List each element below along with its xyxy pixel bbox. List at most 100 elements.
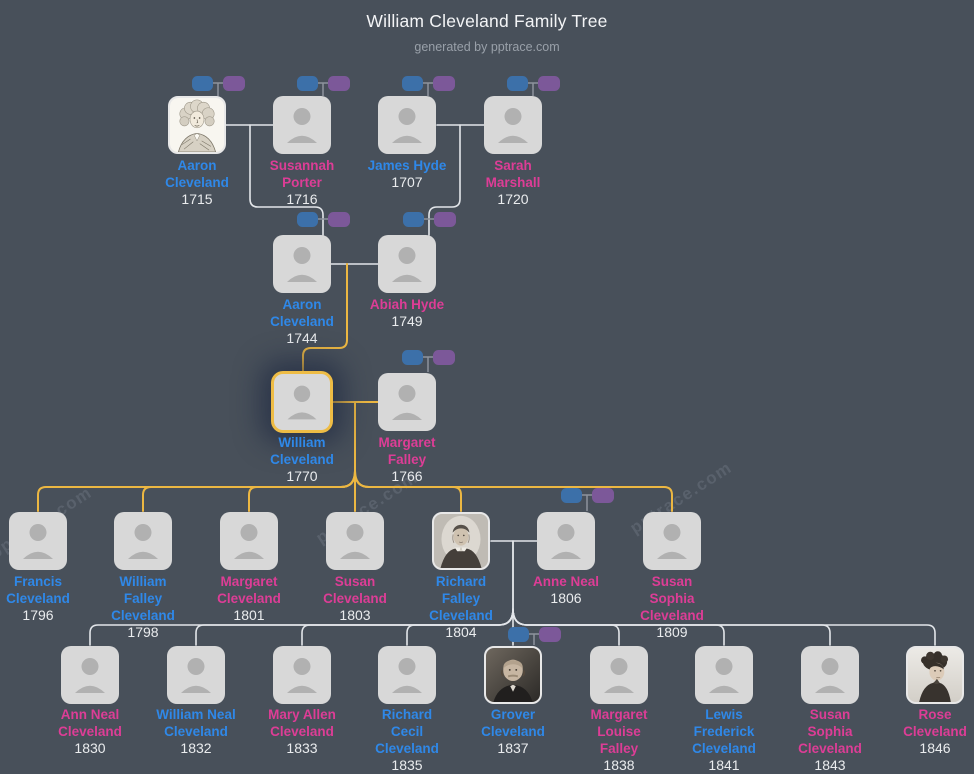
- person-card-james-hyde-1707[interactable]: [378, 96, 436, 154]
- person-year: 1770: [286, 468, 318, 484]
- person-silhouette-icon: [378, 235, 436, 293]
- person-card-margaret-falley-1766[interactable]: [378, 373, 436, 431]
- person-label: Richard Cecil Cleveland 1835: [367, 706, 447, 774]
- person-year: 1804: [445, 624, 477, 640]
- person-name: Aaron Cleveland: [270, 297, 334, 329]
- person-label: Aaron Cleveland 1715: [157, 157, 237, 208]
- person-year: 1837: [497, 740, 529, 756]
- person-card-william-cleveland-1770-selected[interactable]: [271, 371, 333, 433]
- father-link-button[interactable]: [403, 212, 424, 227]
- person-silhouette-icon: [643, 512, 701, 570]
- person-year: 1715: [181, 191, 213, 207]
- person-card-susannah-porter-1716[interactable]: [273, 96, 331, 154]
- person-name: William Cleveland: [270, 435, 334, 467]
- person-year: 1716: [286, 191, 318, 207]
- person-label: Sarah Marshall 1720: [473, 157, 553, 208]
- person-silhouette-icon: [220, 512, 278, 570]
- portrait-rose-cleveland: [908, 648, 962, 702]
- person-label: Francis Cleveland 1796: [0, 573, 78, 624]
- person-name: Abiah Hyde: [369, 297, 445, 312]
- person-year: 1801: [233, 607, 265, 623]
- person-card-margaret-louise-falley-1838[interactable]: [590, 646, 648, 704]
- person-card-william-falley-cleveland-1798[interactable]: [114, 512, 172, 570]
- person-card-susan-sophia-cleveland-1809[interactable]: [643, 512, 701, 570]
- add-father-button[interactable]: [192, 76, 213, 91]
- person-card-richard-cecil-cleveland-1835[interactable]: [378, 646, 436, 704]
- person-card-william-neal-cleveland-1832[interactable]: [167, 646, 225, 704]
- person-card-susan-sophia-cleveland-1843[interactable]: [801, 646, 859, 704]
- person-card-richard-falley-cleveland-1804[interactable]: [432, 512, 490, 570]
- person-card-lewis-frederick-cleveland-1841[interactable]: [695, 646, 753, 704]
- mother-link-button[interactable]: [434, 212, 456, 227]
- person-card-francis-cleveland-1796[interactable]: [9, 512, 67, 570]
- add-mother-button[interactable]: [328, 76, 350, 91]
- person-card-margaret-cleveland-1801[interactable]: [220, 512, 278, 570]
- person-name: Susan Sophia Cleveland: [798, 707, 862, 756]
- person-silhouette-icon: [537, 512, 595, 570]
- add-father-button[interactable]: [297, 76, 318, 91]
- person-name: Rose Cleveland: [903, 707, 967, 739]
- person-card-abiah-hyde-1749[interactable]: [378, 235, 436, 293]
- person-silhouette-icon: [9, 512, 67, 570]
- add-father-button[interactable]: [402, 76, 423, 91]
- person-name: Margaret Cleveland: [217, 574, 281, 606]
- person-name: Margaret Louise Falley: [590, 707, 648, 756]
- person-name: Aaron Cleveland: [165, 158, 229, 190]
- person-name: Susan Sophia Cleveland: [640, 574, 704, 623]
- person-silhouette-icon: [378, 646, 436, 704]
- person-card-mary-allen-cleveland-1833[interactable]: [273, 646, 331, 704]
- father-link-button[interactable]: [297, 212, 318, 227]
- person-label: Margaret Louise Falley 1838: [579, 706, 659, 774]
- add-mother-button[interactable]: [433, 76, 455, 91]
- person-card-ann-neal-cleveland-1830[interactable]: [61, 646, 119, 704]
- person-year: 1833: [286, 740, 318, 756]
- person-card-rose-cleveland-1846[interactable]: [906, 646, 964, 704]
- person-label: Ann Neal Cleveland 1830: [50, 706, 130, 757]
- person-name: Francis Cleveland: [6, 574, 70, 606]
- person-card-aaron-cleveland-1715[interactable]: [168, 96, 226, 154]
- father-link-button[interactable]: [508, 627, 529, 642]
- person-card-aaron-cleveland-1744[interactable]: [273, 235, 331, 293]
- add-father-button[interactable]: [402, 350, 423, 365]
- person-label: James Hyde 1707: [367, 157, 447, 191]
- person-silhouette-icon: [61, 646, 119, 704]
- person-silhouette-icon: [590, 646, 648, 704]
- person-year: 1846: [919, 740, 951, 756]
- person-label: Lewis Frederick Cleveland 1841: [684, 706, 764, 774]
- page-subtitle: generated by pptrace.com: [414, 40, 560, 54]
- person-card-susan-cleveland-1803[interactable]: [326, 512, 384, 570]
- person-year: 1806: [550, 590, 582, 606]
- person-year: 1841: [708, 757, 740, 773]
- person-card-sarah-marshall-1720[interactable]: [484, 96, 542, 154]
- mother-link-button[interactable]: [328, 212, 350, 227]
- person-silhouette-icon: [326, 512, 384, 570]
- person-name: Margaret Falley: [378, 435, 436, 467]
- person-silhouette-icon: [167, 646, 225, 704]
- person-label: Mary Allen Cleveland 1833: [262, 706, 342, 757]
- add-mother-button[interactable]: [223, 76, 245, 91]
- person-label: Rose Cleveland 1846: [895, 706, 974, 757]
- person-silhouette-icon: [695, 646, 753, 704]
- person-name: Richard Cecil Cleveland: [375, 707, 439, 756]
- person-label: William Falley Cleveland 1798: [103, 573, 183, 641]
- add-mother-button[interactable]: [538, 76, 560, 91]
- add-father-button[interactable]: [507, 76, 528, 91]
- mother-link-button[interactable]: [539, 627, 561, 642]
- add-father-button[interactable]: [561, 488, 582, 503]
- person-name: Ann Neal Cleveland: [58, 707, 122, 739]
- person-year: 1744: [286, 330, 318, 346]
- person-card-anne-neal-1806[interactable]: [537, 512, 595, 570]
- person-label: Susan Sophia Cleveland 1843: [790, 706, 870, 774]
- portrait-richard-falley-cleveland: [434, 514, 488, 568]
- add-mother-button[interactable]: [433, 350, 455, 365]
- person-label: William Cleveland 1770: [262, 434, 342, 485]
- add-mother-button[interactable]: [592, 488, 614, 503]
- person-name: William Falley Cleveland: [111, 574, 175, 623]
- person-year: 1707: [391, 174, 423, 190]
- person-label: Susannah Porter 1716: [262, 157, 342, 208]
- person-label: Richard Falley Cleveland 1804: [421, 573, 501, 641]
- person-year: 1809: [656, 624, 688, 640]
- person-name: James Hyde: [367, 158, 447, 173]
- person-card-grover-cleveland-1837[interactable]: [484, 646, 542, 704]
